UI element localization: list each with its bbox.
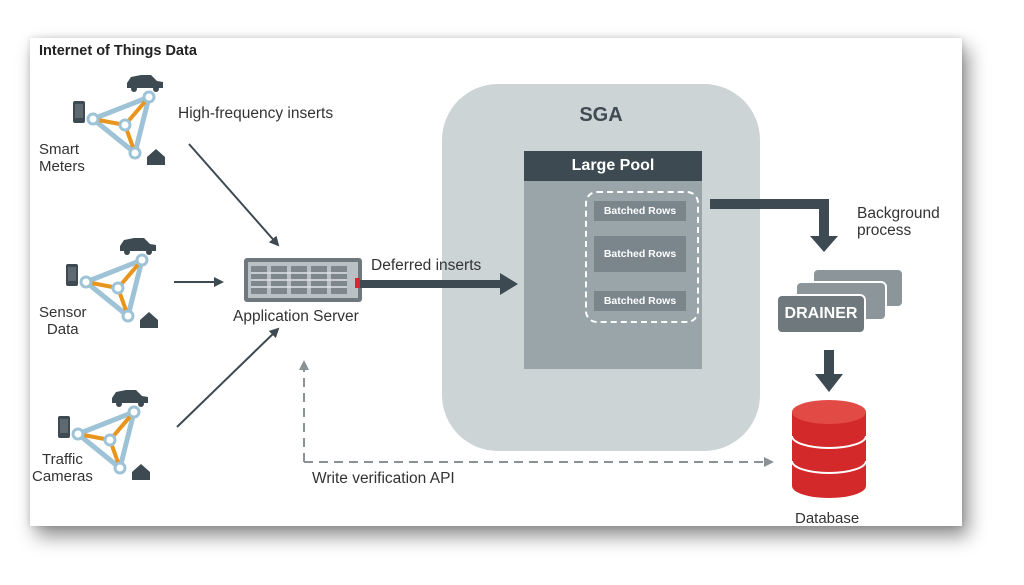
deferred-inserts-label: Deferred inserts [371,257,482,274]
arrow-smart-meters-to-server [188,143,280,247]
database-label: Database [795,510,860,527]
batched-row-1: Batched Rows [594,201,686,221]
server-icon [244,258,362,302]
large-pool-header: Large Pool [524,151,702,181]
write-verification-api-label: Write verification API [312,470,455,487]
batched-row-3: Batched Rows [594,291,686,311]
drainer-box: DRAINER [776,294,866,334]
high-frequency-inserts-label: High-frequency inserts [178,105,334,122]
background-process-arrow [710,199,838,252]
application-server-label: Application Server [233,308,359,325]
arrow-traffic-to-server [176,327,280,428]
write-verification-dashed-arrow [299,360,774,467]
sga-label: SGA [579,104,623,126]
drainer-to-database-arrow [815,350,843,392]
diagram-title: Internet of Things Data [39,43,197,59]
deferred-inserts-arrow [360,273,518,295]
batched-rows-group [585,191,699,323]
smart-meters-network-icon [73,75,165,165]
batched-row-2: Batched Rows [594,236,686,272]
database-icon [791,400,867,498]
